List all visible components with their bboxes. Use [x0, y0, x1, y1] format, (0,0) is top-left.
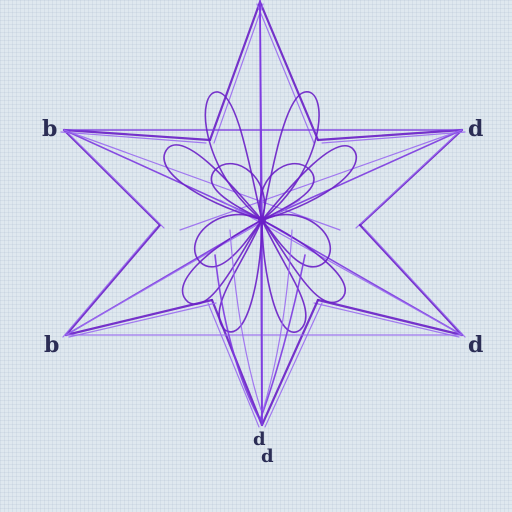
petal-loop [261, 145, 358, 221]
star-arm-edge-echo [355, 131, 460, 229]
label-upper-right: d [468, 116, 483, 142]
label-bottom-upper: d [253, 429, 266, 450]
star-arm-edge [62, 128, 162, 227]
petal-loop [163, 144, 263, 221]
star-arm-edge-echo [213, 3, 264, 144]
star-arm-edge-echo [66, 131, 165, 229]
star-arm-edge [208, 0, 262, 142]
petal-loop [261, 91, 320, 221]
star-arm-edge-echo [256, 3, 315, 144]
star-arm-edge [260, 298, 320, 427]
label-bottom-lower: d [261, 446, 274, 467]
star-arm-edge-echo [313, 302, 460, 338]
star-arm-edge-echo [321, 131, 466, 144]
center-hub [258, 216, 266, 224]
star-arm-edge-echo [60, 131, 207, 144]
star-arm-edge [316, 128, 464, 142]
cross-chord [63, 129, 341, 231]
petal-loop [181, 219, 263, 305]
cross-chord [179, 129, 463, 231]
star-arm-edge-echo [207, 302, 260, 428]
lower-sepal-curve [262, 229, 293, 411]
label-lower-right: d [468, 332, 483, 358]
cross-chord [219, 199, 463, 336]
petal-loop [261, 213, 332, 268]
star-arm-edge-echo [62, 227, 157, 338]
star-arm-edge-echo [264, 302, 323, 428]
star-arm-edge [64, 298, 214, 337]
star-spoke [261, 129, 463, 221]
petal-loop [193, 213, 263, 268]
lower-sepal-curve [229, 229, 262, 411]
star-arm-edge-echo [68, 302, 217, 338]
petal-loop [210, 163, 266, 221]
petal-loop [204, 91, 263, 221]
petal-loop [218, 219, 263, 333]
star-arm-edge [358, 223, 464, 337]
label-lower-left: b [44, 332, 59, 358]
petal-loop [261, 219, 346, 304]
petal-loop [261, 219, 307, 333]
lower-sepal-curve [214, 254, 306, 421]
star-arm-edge [62, 128, 212, 142]
label-upper-left: b [42, 116, 57, 142]
petal-loop [259, 163, 315, 221]
star-arm-edge-echo [363, 227, 466, 338]
star-arm-edge [258, 0, 320, 142]
star-arm-edge [316, 298, 464, 337]
star-arm-edge [64, 223, 162, 337]
